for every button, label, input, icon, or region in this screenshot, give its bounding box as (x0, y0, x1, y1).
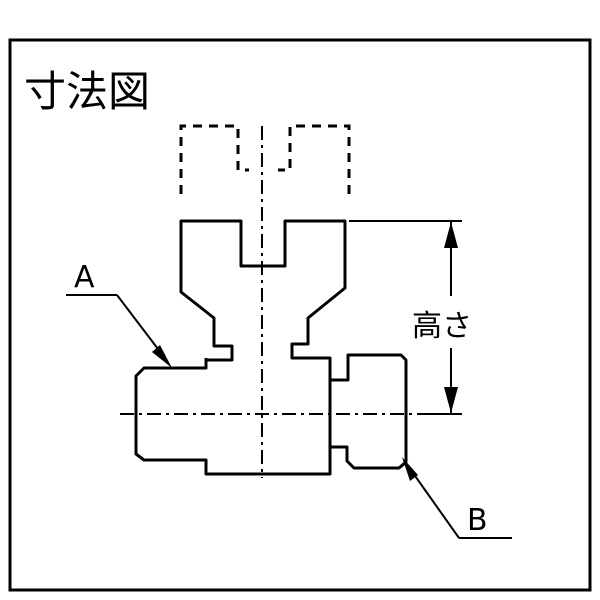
centerlines (120, 126, 418, 478)
leader-a-arrow (152, 345, 172, 368)
drawing-title: 寸法図 (24, 67, 150, 116)
label-b: B (467, 503, 488, 538)
drawing-frame (8, 38, 592, 592)
leader-b-arrow (402, 457, 418, 481)
valve-body-outline (134, 219, 408, 476)
leader-a (66, 294, 159, 350)
height-arrow-bottom (444, 387, 458, 413)
height-arrow-top (444, 222, 458, 248)
leader-b (412, 472, 512, 539)
height-label: 高さ (412, 309, 472, 344)
phantom-handle-outline (179, 124, 351, 194)
label-a: A (74, 260, 95, 295)
